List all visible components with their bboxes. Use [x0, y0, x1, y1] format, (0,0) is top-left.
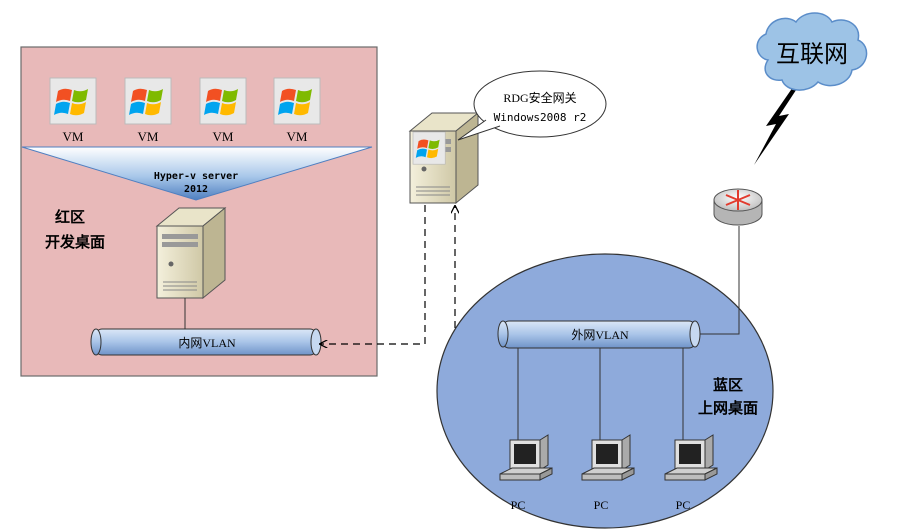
router-icon [713, 188, 763, 226]
vm-1: VM [49, 77, 97, 144]
internet-cloud-icon [756, 12, 868, 91]
windows-logo-icon [412, 131, 446, 165]
lightning-bolt-icon [754, 84, 800, 165]
router-to-external-vlan-link [700, 226, 740, 335]
blue-zone-subtitle: 上网桌面 [698, 399, 758, 417]
rdg-gateway-os-label: Windows2008 r2 [494, 111, 587, 124]
vm-label: VM [287, 129, 308, 144]
vm-label: VM [213, 129, 234, 144]
gateway-to-internal-vlan-link [320, 205, 426, 344]
external-vlan-label: 外网VLAN [571, 328, 629, 342]
vm-2: VM [124, 77, 172, 144]
windows-logo-icon [49, 77, 97, 125]
hyperv-server-icon [156, 207, 226, 299]
rdg-gateway-callout [473, 70, 607, 138]
windows-logo-icon [273, 77, 321, 125]
rdg-gateway-label: RDG安全网关 [503, 90, 576, 105]
pc-3-label: PC [676, 498, 691, 512]
vm-3: VM [199, 77, 247, 144]
pc-1-label: PC [511, 498, 526, 512]
internet-label: 互联网 [776, 40, 848, 68]
hyperv-label-line1: Hyper-v server [154, 171, 238, 182]
internal-vlan-pipe: 内网VLAN [90, 328, 322, 356]
vm-label: VM [63, 129, 84, 144]
hyperv-funnel [21, 146, 373, 201]
blue-zone-title: 蓝区 [713, 376, 743, 394]
external-vlan-pipe: 外网VLAN [497, 320, 701, 349]
hyperv-label-line2: 2012 [184, 184, 208, 195]
windows-logo-icon [199, 77, 247, 125]
red-zone-subtitle: 开发桌面 [45, 233, 105, 251]
internal-vlan-label: 内网VLAN [178, 336, 236, 350]
vm-4: VM [273, 77, 321, 144]
pc-2-label: PC [594, 498, 609, 512]
windows-logo-icon [124, 77, 172, 125]
red-zone-title: 红区 [55, 208, 85, 226]
vm-label: VM [138, 129, 159, 144]
